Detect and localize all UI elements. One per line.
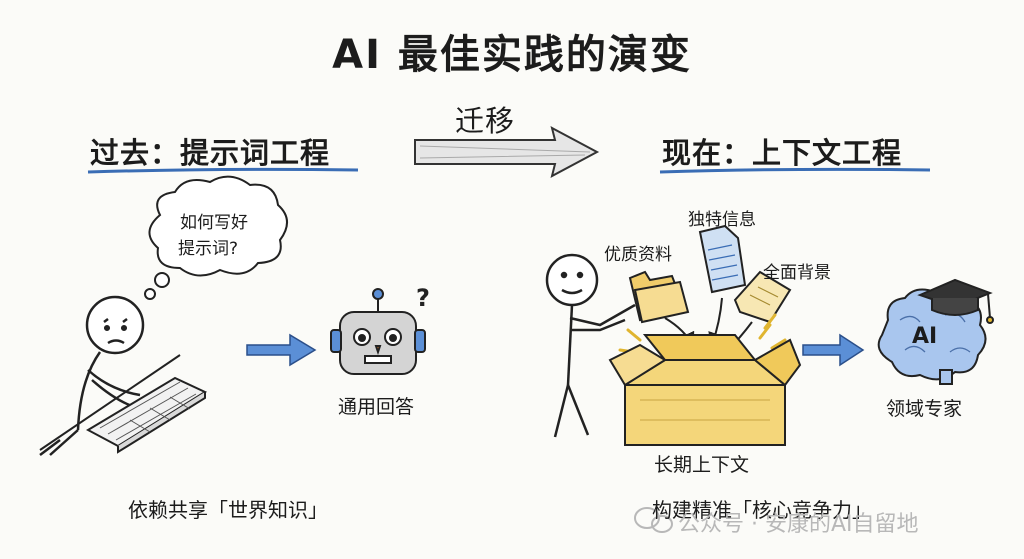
thought-line-2: 提示词? [178,239,239,259]
desk-line [39,354,181,451]
question-mark: ? [416,284,430,312]
document-icon [698,224,747,294]
item-background-label: 全面背景 [763,263,831,283]
page-title: AI 最佳实践的演变 [332,32,692,78]
keyboard-icon [85,376,208,454]
box-label: 长期上下文 [654,454,750,476]
open-box-icon [608,334,802,446]
past-heading-underline [87,167,359,174]
past-flow-arrow [246,333,317,367]
expert-label: 领域专家 [886,398,963,420]
thought-line-1: 如何写好 [180,213,248,233]
item-quality-label: 优质资料 [604,245,672,265]
watermark: 公众号 · 安康的AI自留地 [678,512,919,537]
stick-figure [545,253,636,438]
transition-arrow [414,126,600,178]
wechat-icon [634,507,673,533]
graduation-cap-icon [917,278,994,324]
result-label: 通用回答 [338,396,415,418]
past-caption: 依赖共享「世界知识」 [128,498,328,522]
past-heading: 过去：提示词工程 [90,136,331,170]
transition-label: 迁移 [455,104,516,138]
present-heading: 现在：上下文工程 [662,136,903,170]
document-icon-background [733,270,792,324]
worried-person-figure [39,295,146,456]
brain-text: AI [912,324,938,349]
present-flow-arrow [802,333,865,367]
present-caption: 构建精准「核心竞争力」 [652,498,872,522]
robot-icon [330,288,426,375]
folder-icon [628,270,690,324]
thinking-cloud-icon [144,175,288,300]
item-unique-label: 独特信息 [688,210,756,230]
present-heading-underline [659,167,931,174]
